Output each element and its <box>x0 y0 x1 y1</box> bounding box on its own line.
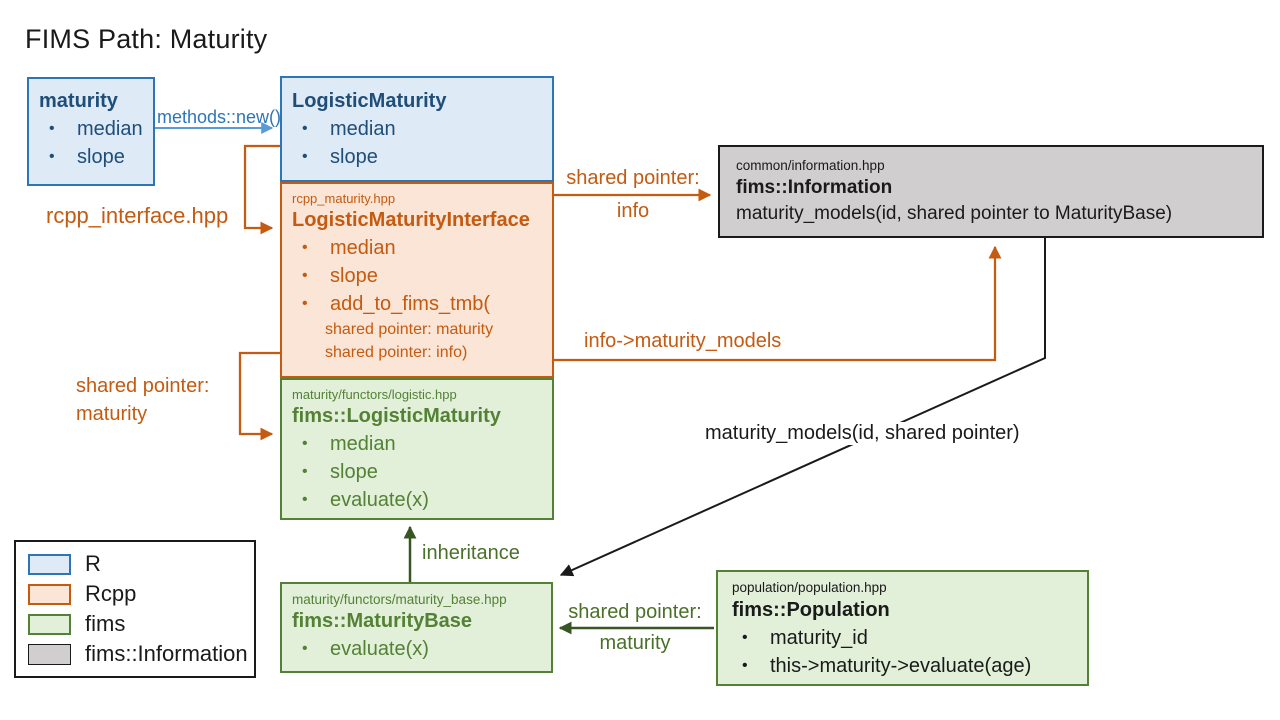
list-item: •slope <box>292 143 542 171</box>
legend-row-r: R <box>28 552 254 576</box>
box-title: LogisticMaturityInterface <box>292 209 530 231</box>
section-logistic-maturity-interface: rcpp_maturity.hpp LogisticMaturityInterf… <box>280 182 554 378</box>
file-name: rcpp_maturity.hpp <box>292 191 396 206</box>
list-item: •slope <box>39 143 143 171</box>
list-item: shared pointer: maturity <box>325 321 494 338</box>
list-item: •this->maturity->evaluate(age) <box>732 652 1073 680</box>
arrow-rcpp-interface <box>243 144 280 235</box>
bullet-dot: • <box>742 629 748 646</box>
label-inheritance: inheritance <box>422 542 520 564</box>
box-title: LogisticMaturity <box>292 90 447 112</box>
box-title: fims::Population <box>732 599 890 621</box>
label-line: maturity <box>76 403 148 425</box>
label-info-maturity-models: info->maturity_models <box>584 330 782 352</box>
label-methods-new: methods::new() <box>157 107 282 127</box>
box-logistic-maturity-stack: LogisticMaturity •median•slope rcpp_matu… <box>280 76 554 520</box>
bullet-dot: • <box>49 120 55 137</box>
box-items: •median•slope <box>292 115 542 171</box>
list-item: •slope <box>292 262 542 290</box>
box-fims-population: population/population.hpp fims::Populati… <box>716 570 1089 686</box>
label-line: maturity <box>599 632 671 654</box>
box-fims-maturity-base: maturity/functors/maturity_base.hpp fims… <box>280 582 553 673</box>
label-line: shared pointer: <box>76 375 210 397</box>
list-item: shared pointer: info) <box>325 344 468 361</box>
label-shared-pointer-maturity-bottom: shared pointer: maturity <box>556 600 714 655</box>
legend-swatch-rcpp <box>28 583 71 605</box>
legend-row-fims: fims <box>28 612 254 636</box>
bullet-dot: • <box>742 657 748 674</box>
list-item: •evaluate(x) <box>292 635 541 663</box>
file-name: population/population.hpp <box>732 580 887 595</box>
file-name: common/information.hpp <box>736 158 885 173</box>
label-line: info <box>616 200 650 222</box>
bullet-dot: • <box>302 267 308 284</box>
label-line: shared pointer: <box>568 601 702 623</box>
legend: R Rcpp fims fims::Information <box>14 540 256 678</box>
arrow-maturity-models-call <box>559 238 1046 577</box>
label-shared-pointer-info: shared pointer: info <box>552 166 714 223</box>
label-maturity-models-call: maturity_models(id, shared pointer) <box>700 422 1025 445</box>
list-item: •median <box>292 430 542 458</box>
list-item: •add_to_fims_tmb( <box>292 290 542 318</box>
arrow-shared-pointer-maturity-left <box>238 351 280 441</box>
legend-label: Rcpp <box>85 581 137 606</box>
file-name: maturity/functors/logistic.hpp <box>292 387 457 402</box>
bullet-dot: • <box>302 148 308 165</box>
arrow-info-maturity-models <box>554 245 1002 362</box>
bullet-dot: • <box>302 295 308 312</box>
box-title: fims::LogisticMaturity <box>292 405 501 427</box>
bullet-dot: • <box>302 120 308 137</box>
label-line: shared pointer: <box>566 167 700 189</box>
legend-swatch-information <box>28 643 71 665</box>
list-item: •maturity_id <box>732 624 1073 652</box>
box-items: •median•slope•add_to_fims_tmb( <box>292 234 542 318</box>
bullet-dot: • <box>302 239 308 256</box>
legend-label: fims::Information <box>85 641 248 666</box>
label-shared-pointer-maturity-left: shared pointer: maturity <box>76 374 209 426</box>
box-fims-information: common/information.hpp fims::Information… <box>718 145 1264 238</box>
list-item: •evaluate(x) <box>292 486 542 514</box>
box-title: maturity <box>39 90 118 112</box>
box-items: •median•slope <box>39 115 143 171</box>
box-items: •evaluate(x) <box>292 635 541 663</box>
bullet-dot: • <box>302 463 308 480</box>
file-name: maturity/functors/maturity_base.hpp <box>292 592 507 607</box>
legend-row-information: fims::Information <box>28 642 254 666</box>
bullet-dot: • <box>302 640 308 657</box>
list-item: •median <box>39 115 143 143</box>
list-item: •median <box>292 234 542 262</box>
bullet-dot: • <box>302 491 308 508</box>
box-sublines: shared pointer: maturity shared pointer: … <box>292 318 542 364</box>
box-items: •median•slope•evaluate(x) <box>292 430 542 514</box>
page-title: FIMS Path: Maturity <box>25 24 268 54</box>
legend-label: fims <box>85 611 126 636</box>
box-body: maturity_models(id, shared pointer to Ma… <box>736 203 1173 224</box>
section-logistic-maturity-r: LogisticMaturity •median•slope <box>280 76 554 182</box>
legend-swatch-fims <box>28 613 71 635</box>
box-maturity-r: maturity •median•slope <box>27 77 155 186</box>
section-fims-logistic-maturity: maturity/functors/logistic.hpp fims::Log… <box>280 378 554 520</box>
legend-label: R <box>85 551 101 576</box>
box-items: •maturity_id•this->maturity->evaluate(ag… <box>732 624 1073 680</box>
bullet-dot: • <box>302 435 308 452</box>
box-title: fims::MaturityBase <box>292 610 473 632</box>
list-item: •median <box>292 115 542 143</box>
label-rcpp-interface-file: rcpp_interface.hpp <box>46 203 229 228</box>
bullet-dot: • <box>49 148 55 165</box>
list-item: •slope <box>292 458 542 486</box>
legend-row-rcpp: Rcpp <box>28 582 254 606</box>
legend-swatch-r <box>28 553 71 575</box>
box-title: fims::Information <box>736 177 893 198</box>
